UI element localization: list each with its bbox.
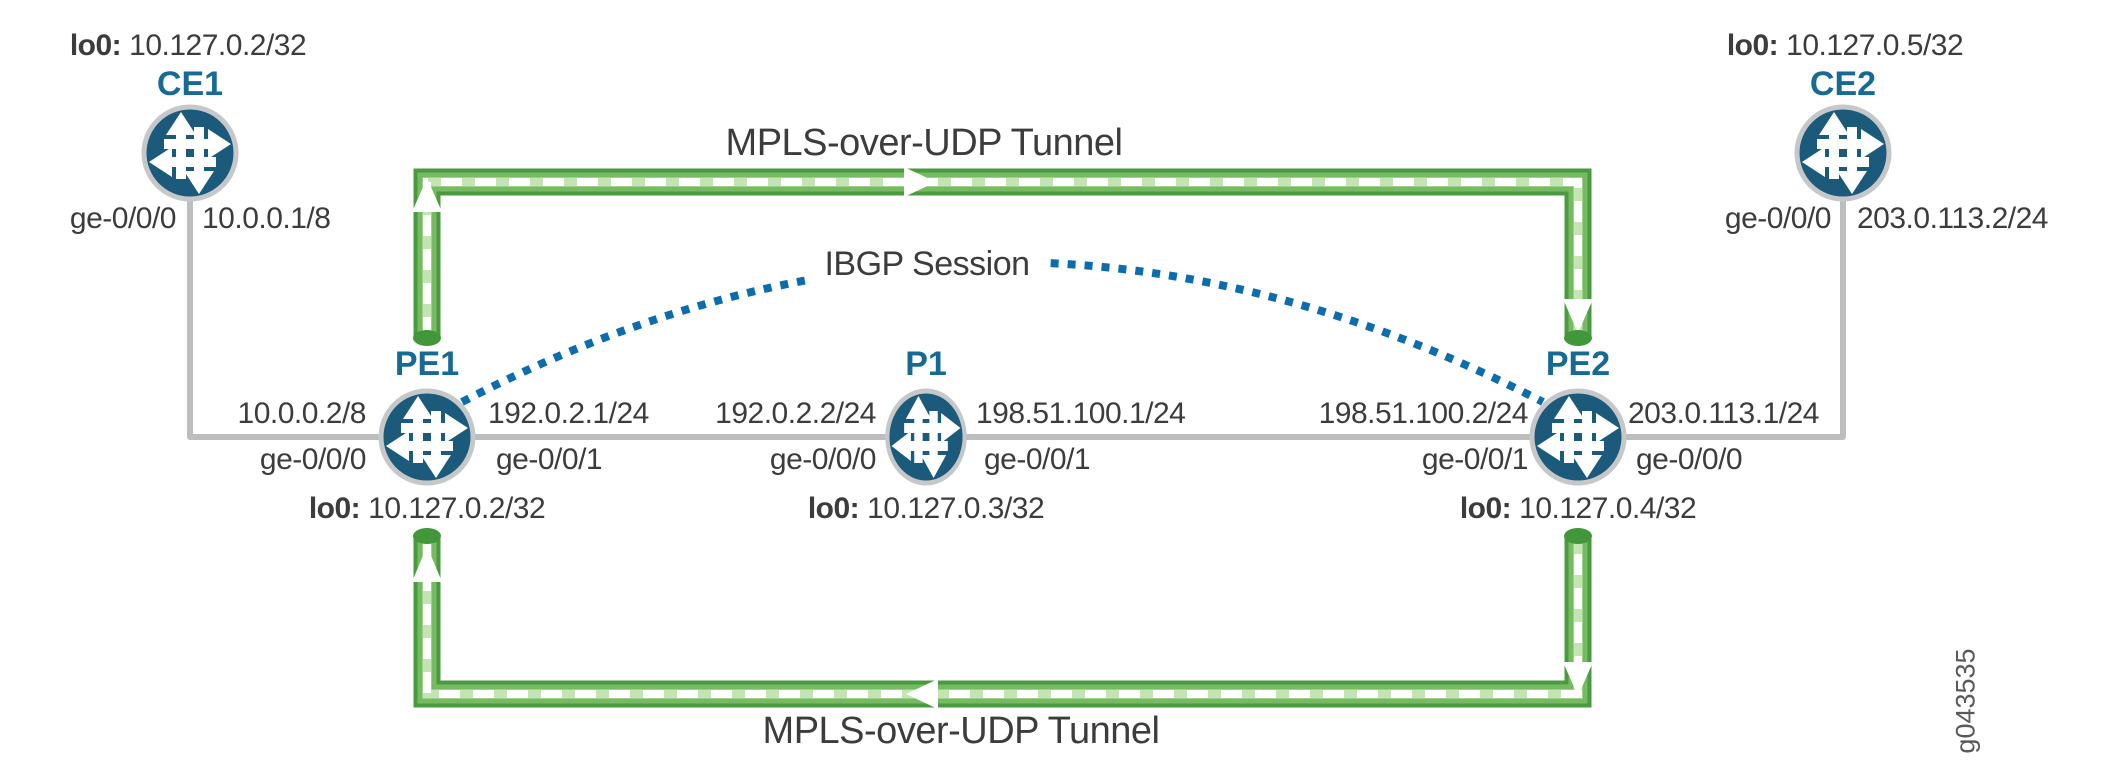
ce1-node-name: CE1 bbox=[156, 65, 224, 103]
ce2-interface-label: ge-0/0/0 bbox=[1724, 202, 1832, 235]
p1-loopback-label: lo0:10.127.0.3/32 bbox=[807, 492, 1045, 525]
tunnel-bottom-tube-outer bbox=[413, 536, 1592, 708]
p1-lo0-prefix: lo0: bbox=[807, 492, 860, 525]
tunnel-bottom-tube-highlight bbox=[422, 536, 1583, 699]
router-icon-ce1 bbox=[144, 107, 236, 199]
tunnel-top-title: MPLS-over-UDP Tunnel bbox=[725, 122, 1123, 164]
ce1-lo0-prefix: lo0: bbox=[69, 29, 122, 62]
pe2-lo0-value: 10.127.0.4/32 bbox=[1519, 492, 1697, 525]
pe1-lo0-prefix: lo0: bbox=[308, 492, 361, 525]
tunnel-bottom-endcap-pe2 bbox=[1564, 528, 1592, 544]
ce2-ip-label: 203.0.113.2/24 bbox=[1857, 202, 2048, 235]
ibgp-session-line bbox=[460, 258, 1545, 406]
ce1-ip-label: 10.0.0.1/8 bbox=[202, 202, 331, 235]
tunnel-top-arrow-down-icon bbox=[1563, 299, 1593, 333]
pe1-right-ip-label: 192.0.2.1/24 bbox=[488, 397, 649, 430]
router-icon-pe2 bbox=[1532, 391, 1624, 483]
ce2-loopback-label: lo0:10.127.0.5/32 bbox=[1726, 29, 1964, 62]
pe2-right-interface-label: ge-0/0/0 bbox=[1636, 443, 1743, 476]
pe1-left-ip-label: 10.0.0.2/8 bbox=[237, 397, 367, 430]
physical-links bbox=[187, 180, 1846, 440]
ce1-lo0-value: 10.127.0.2/32 bbox=[129, 29, 307, 62]
router-icon-ce2 bbox=[1797, 107, 1889, 199]
router-icon-p1 bbox=[887, 391, 964, 483]
tunnel-bottom-dashed-path bbox=[423, 536, 1582, 698]
pe2-loopback-label: lo0:10.127.0.4/32 bbox=[1459, 492, 1697, 525]
pe1-left-interface-label: ge-0/0/0 bbox=[259, 443, 367, 476]
tunnel-top-endcap-pe1 bbox=[413, 330, 441, 346]
tunnel-bottom-endcap-pe1 bbox=[413, 528, 441, 544]
tunnel-bottom-arrow-left-icon bbox=[906, 679, 938, 709]
pe1-node-name: PE1 bbox=[394, 345, 460, 383]
tunnel-bottom-title: MPLS-over-UDP Tunnel bbox=[762, 710, 1160, 752]
pe2-left-interface-label: ge-0/0/1 bbox=[1421, 443, 1529, 476]
tunnel-bottom-arrow-up-icon bbox=[412, 546, 442, 582]
tunnel-bottom-arrow-down-icon bbox=[1563, 662, 1593, 696]
pe2-lo0-prefix: lo0: bbox=[1459, 492, 1512, 525]
mpls-tunnel-top bbox=[412, 167, 1593, 346]
ce2-lo0-prefix: lo0: bbox=[1726, 29, 1779, 62]
p1-right-ip-label: 198.51.100.1/24 bbox=[976, 397, 1186, 430]
ibgp-session-title: IBGP Session bbox=[810, 245, 1044, 283]
p1-left-ip-label: 192.0.2.2/24 bbox=[715, 397, 876, 430]
pe2-node-name: PE2 bbox=[1545, 345, 1611, 383]
tunnel-top-arrow-right-icon bbox=[904, 167, 936, 197]
ce1-loopback-label: lo0:10.127.0.2/32 bbox=[69, 29, 307, 62]
p1-node-name: P1 bbox=[905, 345, 947, 383]
ce1-interface-label: ge-0/0/0 bbox=[69, 202, 177, 235]
p1-left-interface-label: ge-0/0/0 bbox=[769, 443, 877, 476]
pe1-lo0-value: 10.127.0.2/32 bbox=[368, 492, 546, 525]
tunnel-top-endcap-pe2 bbox=[1564, 330, 1592, 346]
pe2-right-ip-label: 203.0.113.1/24 bbox=[1628, 397, 1819, 430]
mpls-tunnel-bottom bbox=[412, 528, 1593, 709]
ce2-lo0-value: 10.127.0.5/32 bbox=[1786, 29, 1964, 62]
pe1-right-interface-label: ge-0/0/1 bbox=[496, 443, 603, 476]
pe2-left-ip-label: 198.51.100.2/24 bbox=[1318, 397, 1529, 430]
link-line-ce1-pe1-p1-pe2-ce2 bbox=[187, 180, 1846, 440]
p1-right-interface-label: ge-0/0/1 bbox=[984, 443, 1091, 476]
p1-lo0-value: 10.127.0.3/32 bbox=[867, 492, 1045, 525]
tunnel-top-dashed-path bbox=[423, 178, 1582, 338]
pe1-loopback-label: lo0:10.127.0.2/32 bbox=[308, 492, 546, 525]
router-icon-pe1 bbox=[381, 391, 473, 483]
figure-number: g043535 bbox=[1950, 648, 1981, 754]
ce2-node-name: CE2 bbox=[1809, 65, 1877, 103]
tunnel-bottom-tube-mid bbox=[417, 536, 1588, 704]
tunnel-top-arrow-up-icon bbox=[412, 178, 442, 212]
